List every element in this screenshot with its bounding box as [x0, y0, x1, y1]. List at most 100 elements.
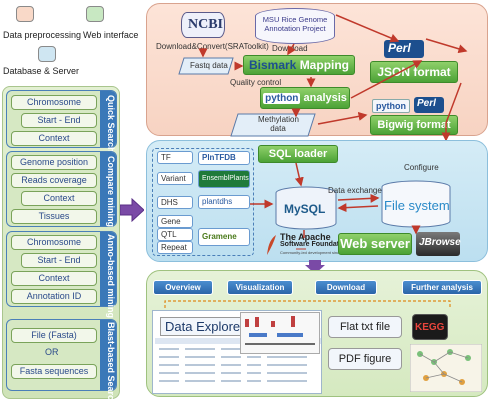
compare-mining-title: Compare mining: [106, 156, 116, 228]
methylation-data-shape: [230, 113, 316, 137]
legend-swatch-preprocessing: [16, 6, 34, 22]
blast-search-group: Blast-based Search File (Fasta) OR Fasta…: [6, 319, 117, 400]
anno-chromosome[interactable]: Chromosome: [11, 235, 97, 250]
compare-reads-coverage[interactable]: Reads coverage: [11, 173, 97, 188]
json-format-box: JSON format: [370, 61, 458, 83]
visualization-track-icon: [245, 316, 315, 345]
compare-genome-position[interactable]: Genome position: [11, 155, 97, 170]
filesystem-label: File system: [384, 198, 450, 213]
apache-feather-icon: [267, 235, 276, 255]
methylation-label: Methylation data: [258, 115, 299, 133]
apache-tagline: Community-led development since 1999.: [280, 250, 353, 255]
blast-fasta-sequences[interactable]: Fasta sequences: [11, 364, 97, 379]
source-plantdhs: plantdhs: [198, 195, 250, 209]
pdf-figure-button[interactable]: PDF figure: [328, 348, 402, 370]
tab-download[interactable]: Download: [315, 280, 377, 295]
legend-swatch-web: [86, 6, 104, 22]
data-exchange-caption: Data exchange: [328, 186, 382, 195]
quick-search-bar: [100, 91, 116, 147]
blast-search-title: Blast-based Search: [106, 322, 116, 400]
anno-start-end[interactable]: Start - End: [21, 253, 97, 268]
msu-db: MSU Rice Genome Annotation Project: [255, 8, 335, 44]
row-qtl: QTL: [157, 228, 193, 241]
apache-subtitle: Software Foundation: [280, 241, 350, 248]
compare-mining-group: Compare mining Genome position Reads cov…: [6, 151, 117, 227]
bismark-mapping-box: Bismark Mapping: [243, 55, 355, 75]
compare-mining-bar: [100, 152, 116, 226]
quality-control-caption: Quality control: [230, 78, 282, 87]
filesystem-db-icon: [381, 180, 451, 228]
flow-arrow-down: [305, 260, 325, 274]
source-plntfdb: PlnTFDB: [198, 151, 250, 165]
perl-logo-2-text: Perl: [417, 98, 436, 109]
blast-or-label: OR: [45, 347, 59, 357]
legend-label-preprocessing: Data preprocessing: [3, 30, 82, 40]
tab-visualization[interactable]: Visualization: [227, 280, 293, 295]
apache-title: The Apache: [280, 232, 331, 242]
source-gramene: Gramene: [198, 228, 250, 246]
anno-annotation-id[interactable]: Annotation ID: [11, 289, 97, 304]
flow-arrow-left-to-right: [120, 198, 144, 222]
mysql-label: MySQL: [284, 202, 326, 216]
fastq-data-shape: [178, 57, 234, 75]
blast-search-bar: [100, 320, 116, 390]
ncbi-caption: Download&Convert(SRAToolkit): [156, 42, 269, 51]
mapping-label: Mapping: [299, 58, 350, 72]
ncbi-logo-text: NCBI: [188, 17, 224, 32]
apache-logo: The Apache Software Foundation Community…: [266, 232, 352, 258]
configure-caption: Configure: [404, 163, 439, 172]
anno-mining-group: Anno-based mining Chromosome Start - End…: [6, 231, 117, 318]
perl-logo-2: Perl: [414, 97, 444, 113]
source-ensemblplants: EnsemblPlants: [198, 170, 250, 188]
legend-swatch-db: [38, 46, 56, 62]
kegg-logo-text: KEGG: [415, 322, 445, 333]
tab-overview[interactable]: Overview: [153, 280, 213, 295]
fastq-label: Fastq data: [190, 61, 228, 70]
perl-logo-text: Perl: [388, 41, 411, 55]
quick-start-end[interactable]: Start - End: [21, 113, 97, 128]
perl-logo-top: Perl: [384, 40, 424, 58]
bottom-connector: [164, 300, 451, 308]
jbrowse-label: JBrowse: [419, 237, 461, 248]
row-tf: TF: [157, 151, 193, 164]
bigwig-format-box: Bigwig format: [370, 115, 458, 135]
pathway-map-icon: [410, 344, 482, 392]
web-server-box: Web server: [338, 233, 412, 255]
sql-loader-box: SQL loader: [258, 145, 338, 163]
jbrowse-logo: JBrowse: [416, 232, 461, 256]
quick-search-title: Quick Search: [106, 95, 116, 153]
blast-file-fasta[interactable]: File (Fasta): [11, 328, 97, 343]
python-analysis-box: python analysis: [260, 87, 350, 109]
python-logo-2-text: python: [376, 101, 406, 111]
ncbi-logo: NCBI: [181, 12, 225, 38]
mid-connectors: [250, 162, 421, 250]
bismark-label: Bismark: [248, 58, 297, 72]
row-dhs: DHS: [157, 196, 193, 209]
legend-label-db: Database & Server: [3, 66, 80, 76]
visualization-preview: [240, 312, 320, 354]
web-interface-panel: Quick Search Chromosome Start - End Cont…: [2, 86, 120, 400]
compare-context[interactable]: Context: [21, 191, 97, 206]
analysis-label: analysis: [303, 92, 347, 104]
row-gene: Gene: [157, 215, 193, 228]
anno-mining-bar: [100, 232, 116, 306]
quick-search-group: Quick Search Chromosome Start - End Cont…: [6, 90, 117, 153]
quick-chromosome[interactable]: Chromosome: [11, 95, 97, 110]
msu-label: MSU Rice Genome Annotation Project: [262, 15, 328, 33]
row-repeat: Repeat: [157, 241, 193, 254]
source-table: [152, 148, 254, 256]
compare-tissues[interactable]: Tissues: [11, 209, 97, 224]
row-variant: Variant: [157, 172, 193, 185]
kegg-logo: KEGG: [412, 314, 448, 340]
flat-txt-file-button[interactable]: Flat txt file: [328, 316, 402, 338]
quick-context[interactable]: Context: [11, 131, 97, 146]
top-connectors: [198, 14, 468, 142]
anno-context[interactable]: Context: [11, 271, 97, 286]
data-explorer-title: Data Explorer: [160, 317, 250, 336]
python-logo-1: python: [263, 93, 301, 104]
legend-label-web: Web interface: [83, 30, 139, 40]
python-logo-2: python: [372, 99, 410, 113]
anno-mining-title: Anno-based mining: [106, 234, 116, 318]
mysql-db-icon: [275, 186, 337, 230]
tab-further-analysis[interactable]: Further analysis: [402, 280, 482, 295]
